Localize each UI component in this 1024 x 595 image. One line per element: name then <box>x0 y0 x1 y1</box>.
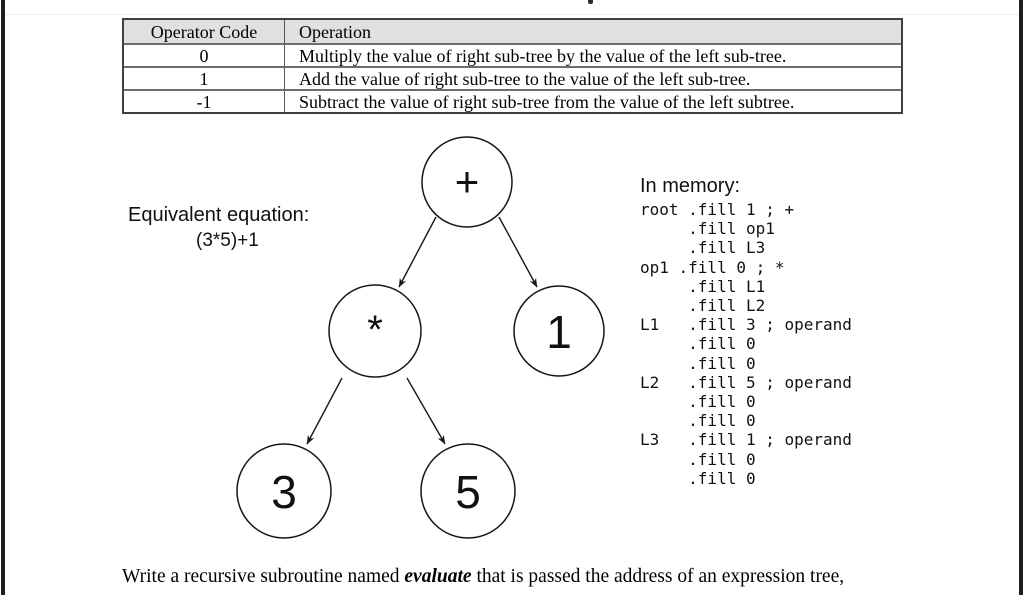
cropped-text-fragment <box>588 0 593 4</box>
tree-node-root <box>421 136 513 228</box>
tree-node-label-l3: 1 <box>546 306 572 358</box>
table-cell-operation-0: Multiply the value of right sub-tree by … <box>285 43 901 66</box>
left-edge-bar <box>1 0 5 595</box>
tree-node-l1 <box>236 443 332 539</box>
footer-prefix: Write a recursive subroutine named <box>122 566 405 587</box>
tree-edge-arrow-2 <box>306 377 343 445</box>
table-cell-code-2: -1 <box>124 89 285 112</box>
equation-label: Equivalent equation: <box>128 204 310 226</box>
tree-edge-arrow-1 <box>498 216 538 288</box>
footer-instruction: Write a recursive subroutine named evalu… <box>122 566 844 588</box>
tree-node-l3 <box>513 285 605 377</box>
tree-node-l2 <box>420 443 516 539</box>
tree-node-label-op1: * <box>367 308 383 352</box>
table-cell-operation-1: Add the value of right sub-tree to the v… <box>285 66 901 89</box>
table-cell-operation-2: Subtract the value of right sub-tree fro… <box>285 89 901 112</box>
tree-edge-arrow-3 <box>406 377 446 445</box>
table-cell-code-0: 0 <box>124 43 285 66</box>
tree-node-label-root: + <box>455 158 480 205</box>
tree-node-label-l1: 3 <box>271 466 297 518</box>
table-header-operation: Operation <box>285 20 901 43</box>
footer-emphasis: evaluate <box>404 566 472 587</box>
tree-node-op1 <box>328 284 422 378</box>
table-header-operator-code: Operator Code <box>124 20 285 43</box>
memory-section-title: In memory: <box>640 175 741 197</box>
footer-suffix: that is passed the address of an express… <box>471 566 845 587</box>
tree-node-label-l2: 5 <box>455 466 481 518</box>
right-edge-bar <box>1019 0 1023 595</box>
table-cell-code-1: 1 <box>124 66 285 89</box>
memory-code: root .fill 1 ; + .fill op1 .fill L3 op1 … <box>640 200 852 488</box>
operator-code-table: Operator Code Operation 0 Multiply the v… <box>122 18 903 114</box>
tree-edge-arrow-0 <box>398 216 437 288</box>
equation-formula: (3*5)+1 <box>196 230 259 251</box>
faint-horizontal-rule <box>5 14 1019 15</box>
